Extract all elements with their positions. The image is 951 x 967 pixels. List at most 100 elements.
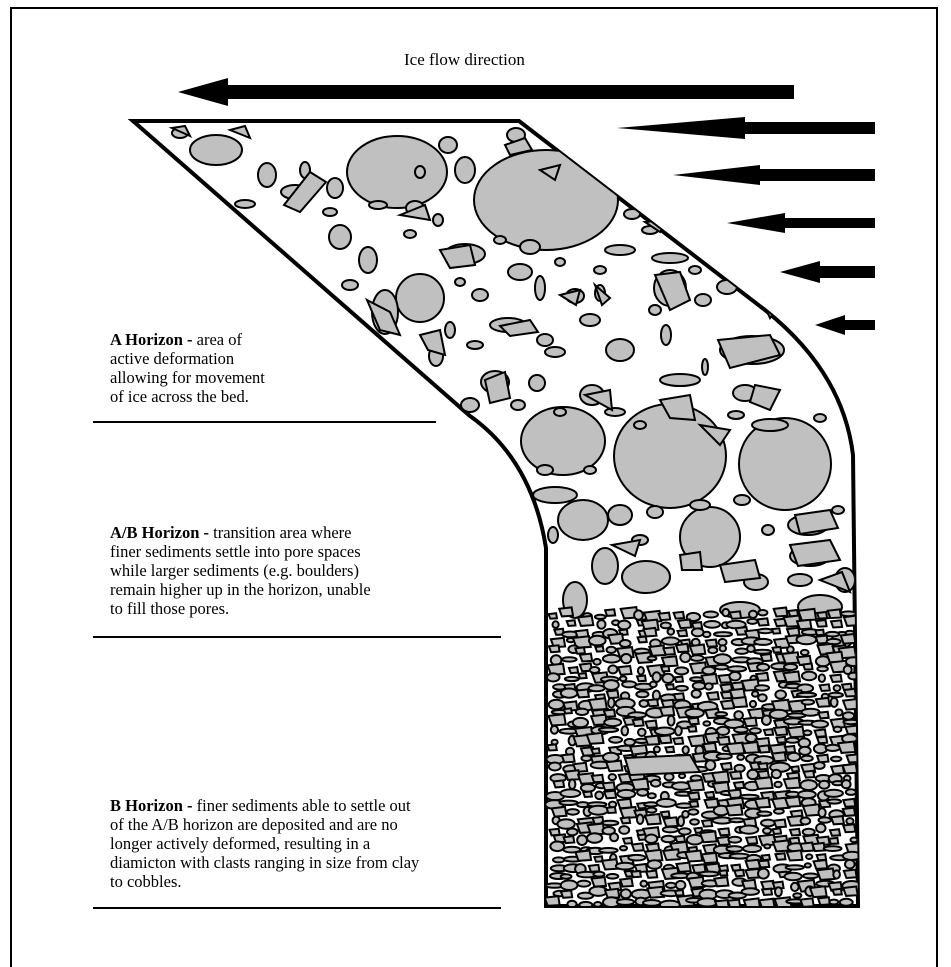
fine-clast xyxy=(603,655,620,663)
fine-clast xyxy=(567,829,578,836)
fine-clast xyxy=(663,817,677,826)
fine-clast xyxy=(663,647,675,655)
fine-clast xyxy=(729,672,740,681)
fine-clast xyxy=(676,644,689,652)
fine-clast xyxy=(755,777,773,789)
fine-clast xyxy=(638,637,647,643)
fine-clast xyxy=(700,831,717,842)
fine-clast xyxy=(788,753,801,761)
a-horizon-line-1: A Horizon - area of xyxy=(110,330,430,349)
fine-clast xyxy=(707,692,719,700)
fine-clast xyxy=(798,609,816,621)
fine-clast xyxy=(815,729,826,737)
fine-clast xyxy=(702,853,718,863)
fine-clast xyxy=(773,828,782,834)
fine-clast xyxy=(816,824,825,833)
fine-clast xyxy=(757,664,769,671)
b-horizon-divider xyxy=(93,907,501,909)
fine-clast xyxy=(705,683,713,689)
b-horizon-line-4: diamicton with clasts ranging in size fr… xyxy=(110,853,510,872)
fine-clast xyxy=(594,872,605,877)
fine-clast xyxy=(750,728,761,733)
fine-clast xyxy=(757,618,768,625)
fine-clast xyxy=(637,789,648,796)
fine-clast xyxy=(622,726,629,735)
fine-clast xyxy=(824,846,842,851)
fine-clast xyxy=(620,640,631,647)
fine-clast xyxy=(740,826,759,834)
fine-clast xyxy=(673,738,683,744)
fine-clast xyxy=(609,737,622,743)
fine-clast xyxy=(680,653,690,662)
fine-clast xyxy=(690,677,703,681)
fine-clast xyxy=(589,685,605,691)
fine-clast xyxy=(562,754,575,762)
fine-clast xyxy=(843,799,855,807)
fine-clast xyxy=(801,650,809,655)
fine-clast xyxy=(774,820,786,828)
fine-clast xyxy=(774,727,787,736)
fine-clast xyxy=(668,716,675,726)
fine-clast xyxy=(549,700,564,710)
fine-clast xyxy=(844,870,857,878)
fine-clast xyxy=(749,611,757,618)
fine-clast xyxy=(800,780,817,790)
fine-clast xyxy=(641,881,648,887)
fine-clast xyxy=(750,701,756,707)
fine-clast xyxy=(620,676,627,681)
fine-clast xyxy=(561,789,581,797)
fine-clast xyxy=(634,610,643,619)
fine-clast xyxy=(817,737,827,744)
fine-clast xyxy=(688,780,704,791)
a-horizon-label: A Horizon - area of active deformation a… xyxy=(110,330,430,406)
fine-clast xyxy=(607,874,619,879)
b-horizon-label: B Horizon - finer sediments able to sett… xyxy=(110,796,510,891)
fine-clast xyxy=(744,718,757,727)
fine-clast xyxy=(589,806,608,815)
fine-clast xyxy=(690,645,706,655)
fine-clast xyxy=(675,726,682,735)
fine-clast xyxy=(703,721,710,725)
fine-clast xyxy=(783,672,800,683)
fine-clast xyxy=(843,764,858,774)
fine-clast xyxy=(804,771,815,778)
fine-clast xyxy=(799,747,811,755)
ab-horizon-line-2: finer sediments settle into pore spaces xyxy=(110,542,510,561)
fine-clast xyxy=(734,727,748,733)
fine-clast xyxy=(703,632,710,637)
fine-clast xyxy=(688,726,697,732)
fine-clast xyxy=(549,763,561,771)
fine-clast xyxy=(831,698,838,707)
fine-clast xyxy=(551,726,558,734)
fine-clast xyxy=(817,869,835,880)
fine-clast xyxy=(580,654,592,662)
fine-clast xyxy=(702,820,712,827)
fine-clast xyxy=(678,816,684,826)
fine-clast xyxy=(679,774,685,778)
fine-clast xyxy=(668,629,675,635)
fine-clast xyxy=(831,620,842,627)
ab-horizon-label: A/B Horizon - transition area where fine… xyxy=(110,523,510,618)
fine-clast xyxy=(815,630,824,636)
fine-clast xyxy=(685,851,702,862)
b-horizon-line-1: B Horizon - finer sediments able to sett… xyxy=(110,796,510,815)
fine-clast xyxy=(575,851,591,861)
fine-clast xyxy=(841,634,856,644)
fine-clast xyxy=(589,698,607,710)
fine-clast xyxy=(649,645,665,655)
fine-clast xyxy=(814,762,825,769)
fine-clast xyxy=(604,719,621,727)
fine-clast xyxy=(553,857,564,862)
a-horizon-divider xyxy=(93,421,436,423)
fine-clast xyxy=(758,694,767,701)
fine-clast xyxy=(772,770,781,779)
ice-flow-arrow-3 xyxy=(727,213,875,233)
fine-clast xyxy=(665,747,674,753)
fine-clast xyxy=(810,886,827,897)
ice-flow-arrow-1 xyxy=(617,117,875,139)
fine-clast xyxy=(697,898,717,906)
fine-clast xyxy=(592,877,607,887)
ice-flow-arrow-5 xyxy=(815,315,875,335)
fine-clast xyxy=(616,863,634,870)
fine-clast xyxy=(819,674,825,682)
